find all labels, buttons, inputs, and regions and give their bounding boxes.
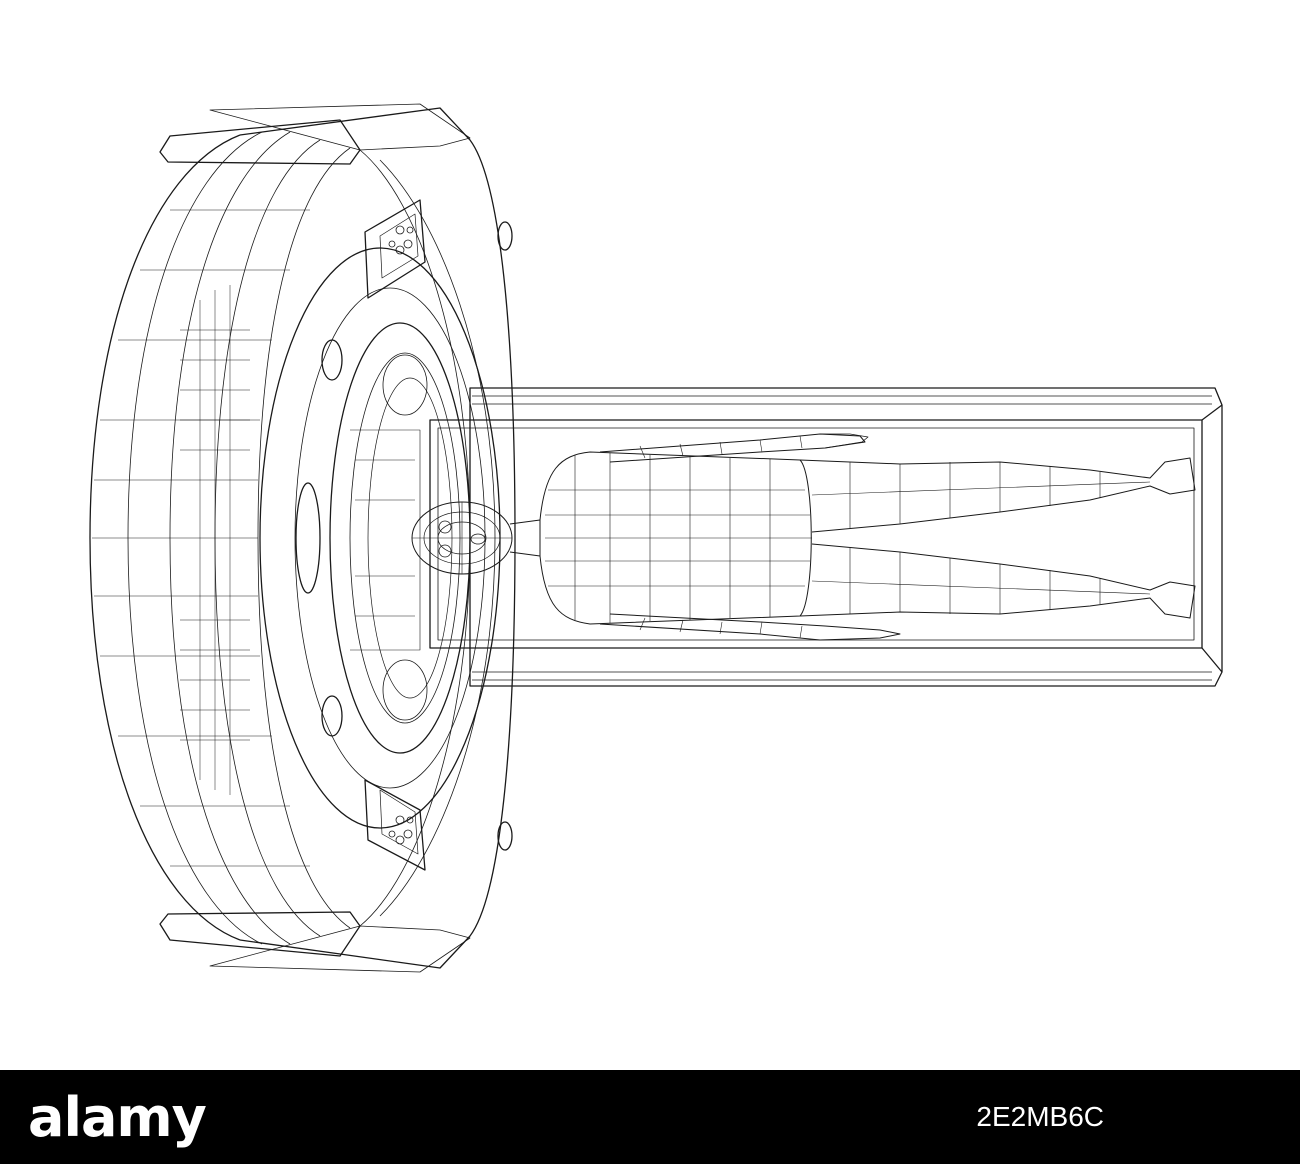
- scanner-outer-ring: [89, 131, 351, 945]
- stock-footer-bar: alamy 2E2MB6C: [0, 1070, 1300, 1164]
- human-figure: [411, 433, 1196, 641]
- mri-scanner-wireframe: [89, 103, 1223, 973]
- scanner-bore: [180, 247, 501, 829]
- control-panel-top: [364, 199, 426, 299]
- logo-text: alamy: [28, 1086, 207, 1149]
- image-id-label: 2E2MB6C: [976, 1101, 1104, 1132]
- control-panel-bottom: [364, 779, 426, 871]
- scanner-bed: [429, 387, 1223, 687]
- alamy-logo: alamy: [28, 1086, 207, 1149]
- wireframe-illustration: [89, 103, 1223, 973]
